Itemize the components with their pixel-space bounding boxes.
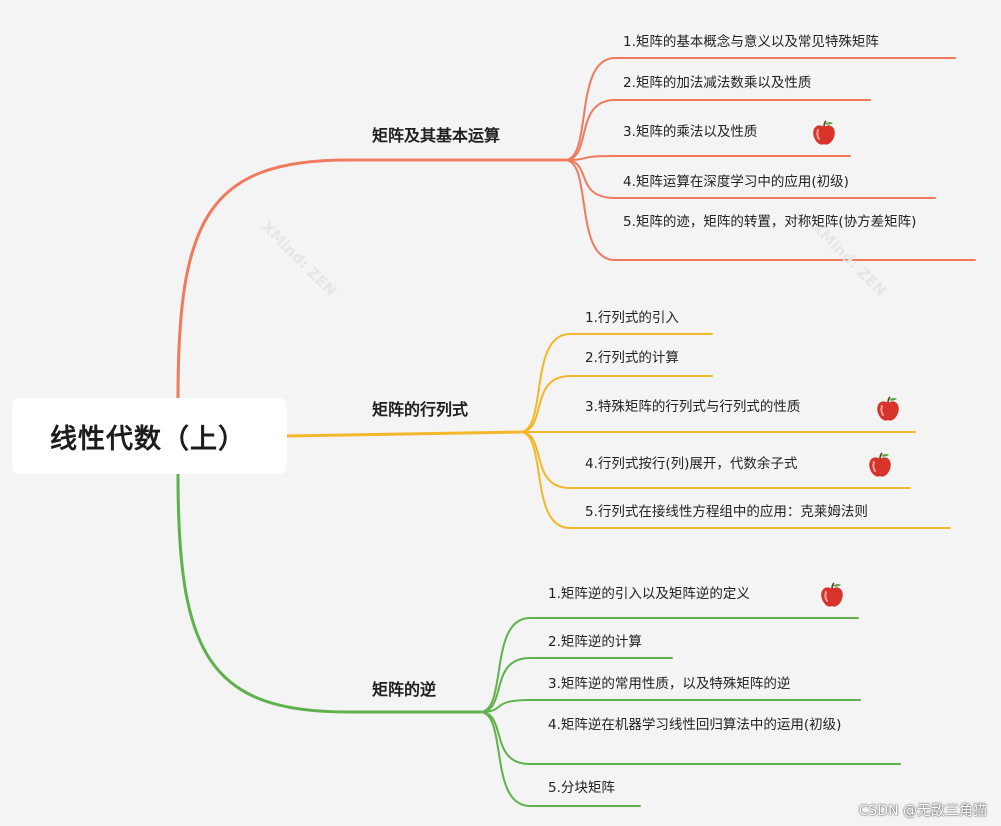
subtopic-connector [479, 617, 859, 713]
subtopic-connector [479, 711, 641, 807]
apple-icon [869, 452, 891, 477]
branch-topic[interactable]: 矩阵及其基本运算 [372, 126, 501, 145]
subtopic-connector [479, 711, 901, 765]
subtopic[interactable]: 5.分块矩阵 [548, 780, 615, 796]
subtopic-connector [519, 375, 713, 433]
subtopic[interactable]: 2.矩阵逆的计算 [548, 634, 642, 650]
subtopic[interactable]: 3.特殊矩阵的行列式与行列式的性质 [585, 399, 801, 415]
subtopic-connector [519, 431, 951, 529]
subtopic-connector [519, 333, 713, 433]
root-topic-label: 线性代数（上） [50, 423, 246, 455]
subtopic-connector [564, 159, 976, 261]
subtopic-connector [564, 159, 936, 199]
branch-connector [176, 158, 567, 400]
subtopic-connector [564, 155, 851, 161]
subtopic[interactable]: 2.行列式的计算 [585, 350, 679, 366]
branch-connector [285, 430, 522, 438]
apple-icon [821, 582, 843, 607]
subtopic[interactable]: 1.矩阵逆的引入以及矩阵逆的定义 [548, 586, 750, 602]
apple-icon [877, 396, 899, 421]
subtopic[interactable]: 2.矩阵的加法减法数乘以及性质 [623, 75, 812, 91]
credit-watermark: CSDN @无敌三角猫 [858, 803, 987, 819]
subtopic-connector [564, 57, 956, 161]
subtopic[interactable]: 4.矩阵逆在机器学习线性回归算法中的运用(初级) [548, 717, 842, 733]
branch-connector [176, 472, 482, 714]
subtopic[interactable]: 1.行列式的引入 [585, 310, 679, 326]
subtopic[interactable]: 3.矩阵逆的常用性质，以及特殊矩阵的逆 [548, 676, 791, 692]
subtopic-connector [479, 657, 673, 713]
subtopic-connector [479, 699, 861, 713]
subtopic[interactable]: 5.矩阵的迹，矩阵的转置，对称矩阵(协方差矩阵) [623, 214, 917, 230]
apple-icon [813, 120, 835, 145]
subtopic[interactable]: 4.行列式按行(列)展开，代数余子式 [585, 456, 798, 472]
subtopic[interactable]: 5.行列式在接线性方程组中的应用：克莱姆法则 [585, 504, 868, 520]
root-topic[interactable]: 线性代数（上） [12, 398, 287, 474]
branch-topic[interactable]: 矩阵的逆 [372, 680, 437, 699]
subtopic[interactable]: 3.矩阵的乘法以及性质 [623, 124, 758, 140]
branch-topic[interactable]: 矩阵的行列式 [372, 400, 469, 419]
subtopic-connector [564, 99, 871, 161]
subtopic[interactable]: 1.矩阵的基本概念与意义以及常见特殊矩阵 [623, 34, 879, 50]
subtopic[interactable]: 4.矩阵运算在深度学习中的应用(初级) [623, 174, 849, 190]
